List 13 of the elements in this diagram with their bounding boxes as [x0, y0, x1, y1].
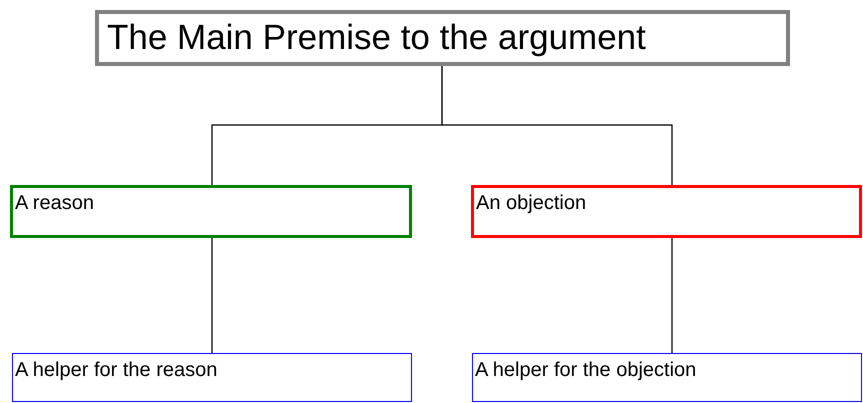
node-text: An objection: [476, 192, 586, 214]
connector-line: [211, 238, 213, 353]
node-text: A helper for the objection: [475, 359, 696, 381]
node-text: A reason: [15, 192, 94, 214]
objection-box: [471, 185, 862, 238]
connector-line: [671, 238, 673, 353]
node-text: The Main Premise to the argument: [107, 18, 646, 57]
node-text: A helper for the reason: [15, 359, 218, 381]
helper-box: [472, 353, 862, 402]
premise-box: [95, 10, 790, 66]
connector-line: [441, 66, 673, 185]
reason-box: [10, 185, 412, 238]
helper-box: [12, 353, 412, 402]
